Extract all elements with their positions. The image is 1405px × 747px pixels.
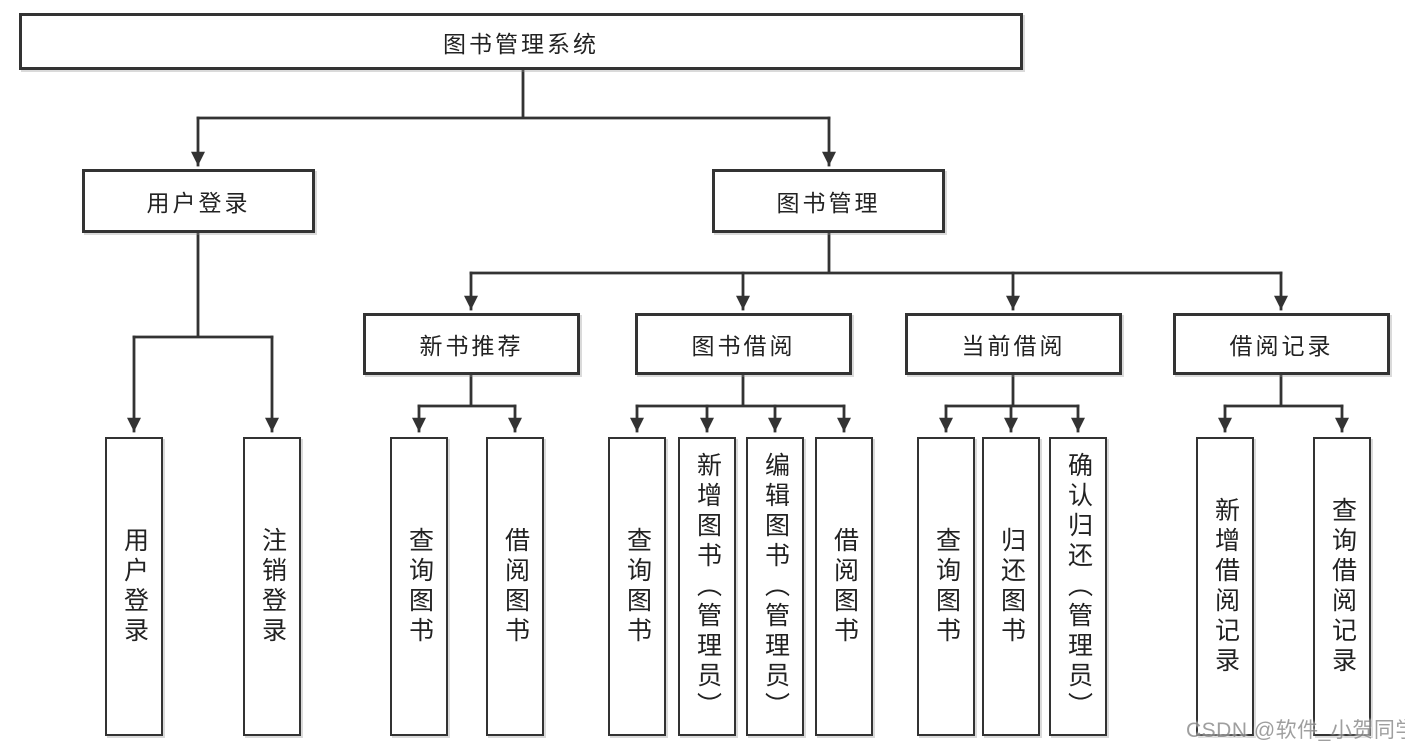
node-br-add-record: 新增借阅记录 xyxy=(1196,437,1254,736)
watermark: CSDN @软件_小贺同学 xyxy=(1186,719,1405,742)
node-book-borrowing-label: 图书借阅 xyxy=(691,333,796,359)
node-cb-confirm-return-admin: 确认归还（管理员） xyxy=(1049,437,1107,736)
node-bb-query-books: 查询图书 xyxy=(608,437,666,736)
node-new-book-recommend: 新书推荐 xyxy=(363,313,580,375)
node-br-query-record-label: 查询借阅记录 xyxy=(1328,496,1357,677)
node-user-login-label: 用户登录 xyxy=(146,190,251,216)
node-new-book-recommend-label: 新书推荐 xyxy=(419,333,524,359)
node-book-management-label: 图书管理 xyxy=(776,190,881,216)
node-bb-borrow-books: 借阅图书 xyxy=(815,437,873,736)
node-bb-edit-books-admin: 编辑图书（管理员） xyxy=(746,437,804,736)
node-br-query-record: 查询借阅记录 xyxy=(1313,437,1371,736)
node-user-login-action-label: 用户登录 xyxy=(120,526,149,647)
node-borrowing-records-label: 借阅记录 xyxy=(1229,333,1334,359)
node-book-borrowing: 图书借阅 xyxy=(635,313,852,375)
node-book-management: 图书管理 xyxy=(712,169,945,233)
node-logout-action: 注销登录 xyxy=(243,437,301,736)
node-library-system: 图书管理系统 xyxy=(19,13,1023,70)
node-current-borrowing: 当前借阅 xyxy=(905,313,1122,375)
node-logout-action-label: 注销登录 xyxy=(258,526,287,647)
node-bb-add-books-admin-label: 新增图书（管理员） xyxy=(693,451,722,722)
node-cb-query-books: 查询图书 xyxy=(917,437,975,736)
node-nbr-query-books-label: 查询图书 xyxy=(405,526,434,647)
node-br-add-record-label: 新增借阅记录 xyxy=(1211,496,1240,677)
node-cb-return-books-label: 归还图书 xyxy=(997,526,1026,647)
node-nbr-borrow-books-label: 借阅图书 xyxy=(501,526,530,647)
node-borrowing-records: 借阅记录 xyxy=(1173,313,1390,375)
node-bb-add-books-admin: 新增图书（管理员） xyxy=(678,437,736,736)
node-current-borrowing-label: 当前借阅 xyxy=(961,333,1066,359)
node-nbr-borrow-books: 借阅图书 xyxy=(486,437,544,736)
node-library-system-label: 图书管理系统 xyxy=(443,30,599,57)
node-user-login-action: 用户登录 xyxy=(105,437,163,736)
node-cb-confirm-return-admin-label: 确认归还（管理员） xyxy=(1064,451,1093,722)
node-bb-edit-books-admin-label: 编辑图书（管理员） xyxy=(761,451,790,722)
node-user-login: 用户登录 xyxy=(82,169,315,233)
node-bb-borrow-books-label: 借阅图书 xyxy=(830,526,859,647)
node-nbr-query-books: 查询图书 xyxy=(390,437,448,736)
node-bb-query-books-label: 查询图书 xyxy=(623,526,652,647)
node-cb-query-books-label: 查询图书 xyxy=(932,526,961,647)
node-cb-return-books: 归还图书 xyxy=(982,437,1040,736)
